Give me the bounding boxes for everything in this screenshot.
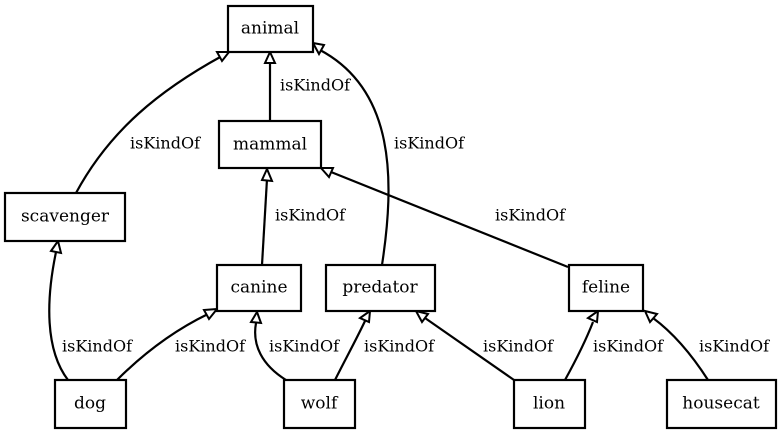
edge-label: isKindOf	[275, 206, 346, 225]
node-animal: animal	[226, 4, 315, 54]
edge-wolf-canine: isKindOf	[249, 309, 340, 381]
edge-label: isKindOf	[130, 134, 201, 153]
edge-label: isKindOf	[483, 337, 554, 356]
node-label: scavenger	[21, 207, 110, 227]
node-lion: lion	[512, 378, 587, 430]
edge-line	[652, 317, 709, 381]
edge-line	[319, 49, 390, 266]
edge-line	[260, 178, 269, 266]
node-label: animal	[241, 19, 299, 39]
node-label: lion	[533, 394, 565, 414]
edge-dog-scavenger: isKindOf	[48, 238, 133, 381]
node-label: predator	[342, 278, 418, 298]
node-box	[512, 378, 587, 430]
edge-scavenger-animal: isKindOf	[75, 51, 232, 194]
edge-feline-mammal: isKindOf	[318, 167, 569, 269]
arrow-head	[263, 49, 277, 64]
node-wolf: wolf	[282, 378, 357, 430]
node-label: wolf	[301, 394, 339, 414]
edge-label: isKindOf	[62, 337, 133, 356]
node-label: canine	[230, 278, 287, 298]
node-dog: dog	[53, 378, 128, 430]
edge-predator-animal: isKindOf	[311, 41, 465, 266]
node-box	[665, 378, 778, 430]
node-box	[226, 4, 315, 54]
arrow-head	[215, 51, 232, 63]
node-label: mammal	[233, 135, 307, 155]
node-box	[3, 191, 127, 243]
edge-line	[75, 55, 223, 194]
arrow-head	[49, 238, 63, 255]
edge-label: isKindOf	[394, 134, 465, 153]
node-box	[215, 263, 303, 313]
node-canine: canine	[215, 263, 303, 313]
node-feline: feline	[567, 263, 645, 313]
node-box	[567, 263, 645, 313]
node-box	[324, 263, 437, 313]
edge-label: isKindOf	[699, 337, 770, 356]
edge-label: isKindOf	[593, 337, 664, 356]
edge-label: isKindOf	[175, 337, 246, 356]
node-scavenger: scavenger	[3, 191, 127, 243]
arrow-head	[311, 41, 326, 57]
edge-wolf-predator: isKindOf	[334, 308, 435, 381]
edge-line	[330, 170, 569, 269]
edge-line	[116, 313, 209, 381]
edge-label: isKindOf	[364, 337, 435, 356]
edge-line	[254, 322, 287, 381]
node-mammal: mammal	[217, 119, 323, 170]
arrow-head	[357, 308, 372, 324]
edge-dog-canine: isKindOf	[116, 307, 246, 381]
node-box	[282, 378, 357, 430]
node-predator: predator	[324, 263, 437, 313]
edge-line	[334, 320, 366, 381]
arrow-head	[249, 309, 263, 325]
edge-label: isKindOf	[280, 76, 351, 95]
edge-label: isKindOf	[269, 337, 340, 356]
arrow-head	[260, 166, 274, 183]
node-label: feline	[582, 278, 630, 298]
arrow-head	[643, 309, 659, 324]
edge-housecat-feline: isKindOf	[643, 309, 770, 381]
node-box	[53, 378, 128, 430]
edge-canine-mammal: isKindOf	[260, 166, 346, 266]
edge-mammal-animal: isKindOf	[263, 49, 351, 121]
edge-label: isKindOf	[495, 206, 566, 225]
node-housecat: housecat	[665, 378, 778, 430]
node-label: housecat	[682, 394, 760, 414]
edge-lion-feline: isKindOf	[564, 308, 664, 381]
node-box	[217, 119, 323, 170]
edge-lion-predator: isKindOf	[414, 309, 554, 381]
edge-line	[564, 321, 595, 381]
arrow-head	[414, 309, 430, 324]
node-label: dog	[74, 394, 106, 414]
edge-line	[48, 251, 69, 381]
arrow-head	[202, 307, 220, 321]
edge-line	[424, 317, 515, 381]
arrow-head	[318, 167, 335, 179]
arrow-head	[585, 308, 600, 324]
